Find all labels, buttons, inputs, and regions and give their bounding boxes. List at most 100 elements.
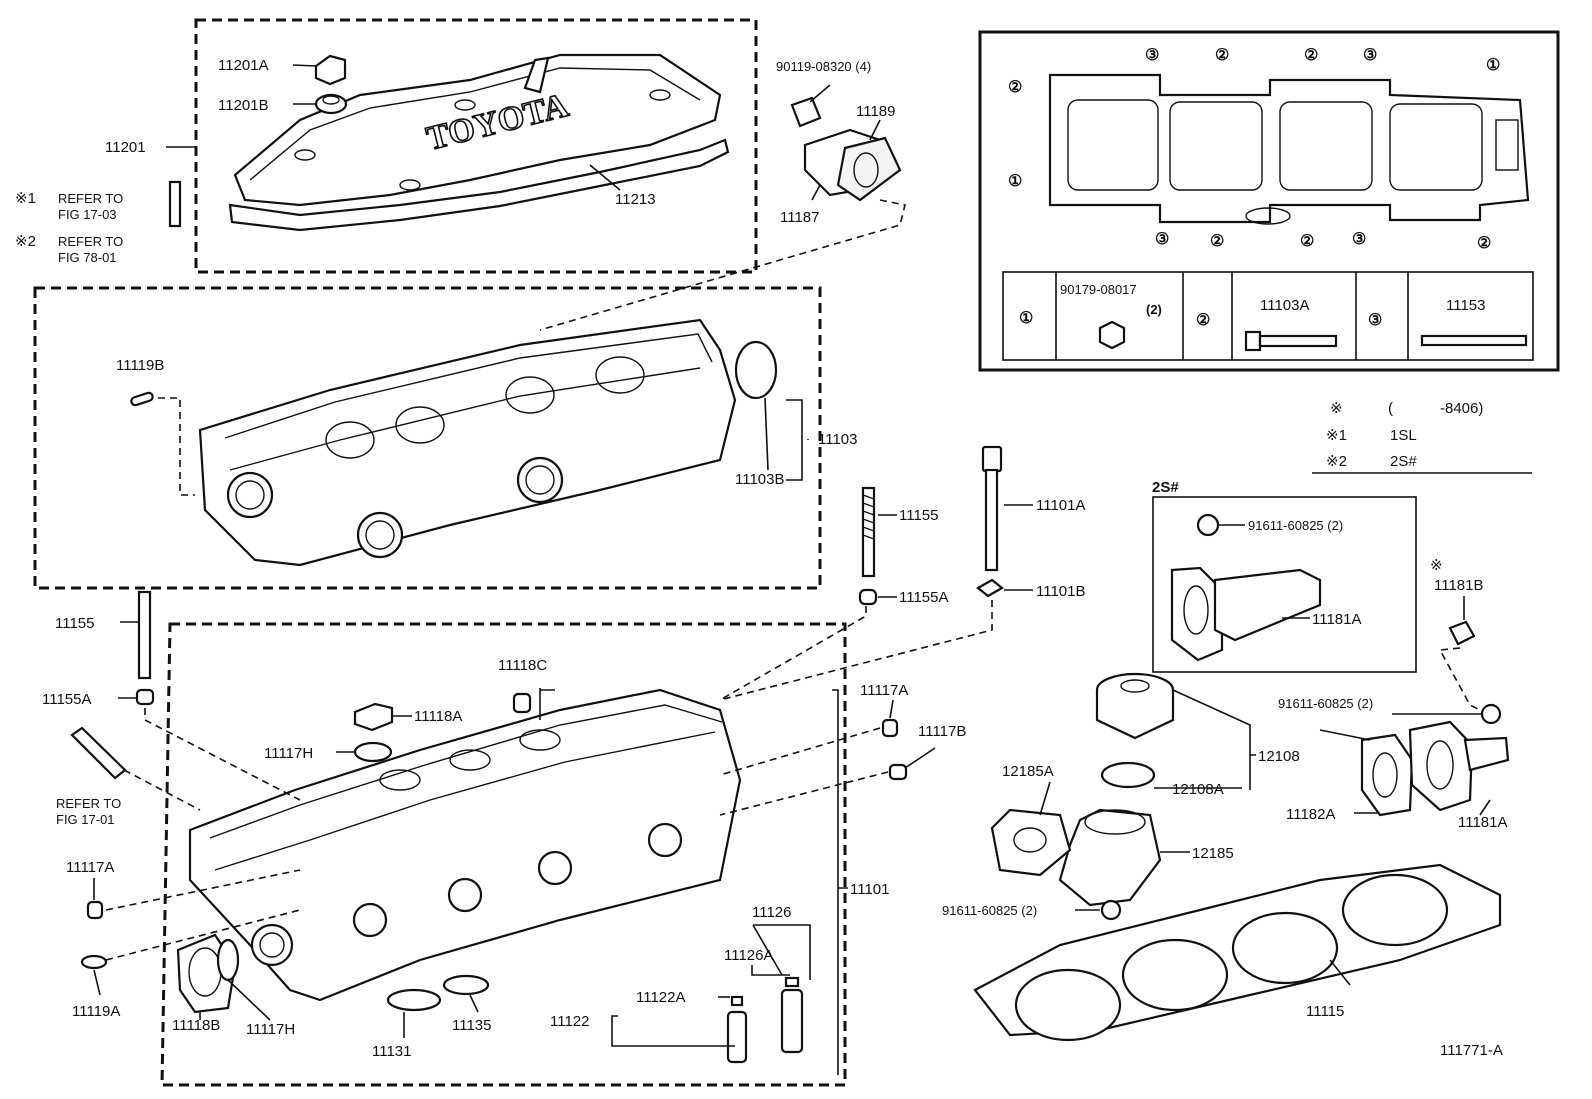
ring-11122A [730, 995, 744, 1007]
seal-12108A [1100, 761, 1156, 789]
housing-group-box [33, 286, 822, 590]
label-11119A: 11119A [72, 1003, 120, 1020]
label-11181B: 11181B [1434, 577, 1484, 594]
table-qty-1: (2) [1146, 302, 1162, 317]
label-11117H-top: 11117H [264, 745, 313, 762]
seal-11117H-bottom [216, 938, 240, 982]
bolt-11103A [1244, 330, 1338, 352]
ring-11126A [784, 976, 800, 988]
oil-filler-cap [314, 54, 347, 86]
label-11155-left: 11155 [55, 615, 95, 632]
ring-11131 [386, 988, 442, 1012]
label-12108: 12108 [1258, 748, 1300, 765]
legend: ※ ( -8406) ※1 1SL ※2 2S# [1312, 400, 1532, 474]
cover-group-box [194, 18, 758, 274]
label-11181A: 11181A [1458, 814, 1508, 831]
label-11126A: 11126A [724, 947, 774, 964]
label-11117H-bottom: 11117H [246, 1021, 295, 1038]
label-11201B: 11201B [218, 97, 269, 114]
legend-open-0: ( [1388, 400, 1393, 417]
label-11213: 11213 [615, 191, 656, 208]
gasket-11189 [836, 136, 902, 202]
nut-90179-08017 [1098, 320, 1126, 350]
guide-11122 [726, 1010, 748, 1064]
marker-3: ③ [1155, 231, 1169, 248]
head-group-box [160, 622, 847, 1087]
label-12108A: 12108A [1172, 781, 1224, 798]
legend-mark-0: ※ [1330, 400, 1343, 417]
label-11117A-left: 11117A [66, 859, 114, 876]
filler-neck-12185 [1058, 808, 1162, 907]
stud-11153 [1420, 334, 1528, 347]
marker-2: ② [1215, 47, 1229, 64]
part-labels: 11201A 11201B 11201 11213 90119-08320 (4… [15, 57, 1508, 1060]
label-11155A-top: 11155A [899, 589, 949, 606]
leader-lines [93, 64, 1491, 1075]
legend-val-1: 1SL [1390, 427, 1417, 444]
label-11103: 11103 [818, 431, 858, 448]
label-11201: 11201 [105, 139, 146, 156]
label-11118A: 11118A [414, 708, 462, 725]
variant-2s-box [1152, 496, 1417, 673]
head-gasket-11115 [973, 863, 1502, 1042]
table-part-1: 90179-08017 [1060, 282, 1137, 297]
label-11182A: 11182A [1286, 806, 1336, 823]
label-11101: 11101 [850, 881, 890, 898]
ref2-mark: ※2 [15, 233, 36, 250]
filler-cap-12108 [1095, 672, 1175, 740]
water-outlet-11181A [1408, 720, 1510, 812]
marker-1: ① [1486, 57, 1500, 74]
marker-2: ② [1477, 235, 1491, 252]
gasket-11182A [1360, 733, 1414, 817]
label-11135: 11135 [452, 1017, 492, 1034]
guide-11126 [780, 988, 804, 1054]
gasket-12185A [990, 808, 1072, 877]
label-11118B: 11118B [172, 1017, 220, 1034]
camshaft-housing [198, 318, 737, 567]
label-11115: 11115 [1306, 1003, 1344, 1020]
label-11117A-right: 11117A [860, 682, 908, 699]
plug-11118C [512, 692, 532, 714]
label-11119B: 11119B [116, 357, 164, 374]
label-11155A-left: 11155A [42, 691, 92, 708]
label-12185A: 12185A [1002, 763, 1054, 780]
label-11101A: 11101A [1036, 497, 1086, 514]
washer-11101B [976, 578, 1004, 598]
water-outlet-11181A-box [1170, 566, 1322, 662]
marker-3: ③ [1363, 47, 1377, 64]
cylinder-head [188, 688, 742, 1002]
label-11103B: 11103B [735, 471, 785, 488]
label-11122A: 11122A [636, 989, 686, 1006]
label-11131: 11131 [372, 1043, 412, 1060]
label-11117B: 11117B [918, 723, 966, 740]
inset-table: ① 90179-08017 (2) ② 11103A ③ 11153 [1019, 282, 1486, 329]
label-91611-b: 91611-60825 (2) [1278, 696, 1373, 711]
stud-11155-left [137, 590, 152, 680]
pin-11119B [130, 391, 154, 407]
label-12185: 12185 [1192, 845, 1234, 862]
ref1-text: REFER TO [58, 191, 123, 206]
washer-11155A-top [858, 588, 878, 606]
inset-box [978, 30, 1560, 372]
head-cover: TOYOTA [228, 53, 730, 232]
stud-ref-17-01 [70, 726, 127, 780]
label-11201A: 11201A [218, 57, 269, 74]
housing-plug [734, 340, 778, 400]
plug-11117A-left [86, 900, 104, 920]
table-num-3: ③ [1368, 312, 1382, 329]
marker-2: ② [1008, 79, 1022, 96]
marker-2: ② [1300, 233, 1314, 250]
inset-markers: ③ ② ② ③ ① ② ① ③ ② ② ③ ② [1008, 47, 1500, 252]
bolt-91611-a [1196, 513, 1220, 537]
bolt-90119 [790, 96, 822, 128]
cap-11118A [353, 702, 394, 732]
ring-11119A [80, 954, 108, 970]
label-11101B: 11101B [1036, 583, 1086, 600]
stud-11155-top [861, 486, 876, 578]
bolt-91611-b [1480, 703, 1502, 725]
label-11187: 11187 [780, 209, 820, 226]
marker-3: ③ [1145, 47, 1159, 64]
ref2-fig: FIG 78-01 [58, 250, 117, 265]
label-91611-a: 91611-60825 (2) [1248, 518, 1343, 533]
